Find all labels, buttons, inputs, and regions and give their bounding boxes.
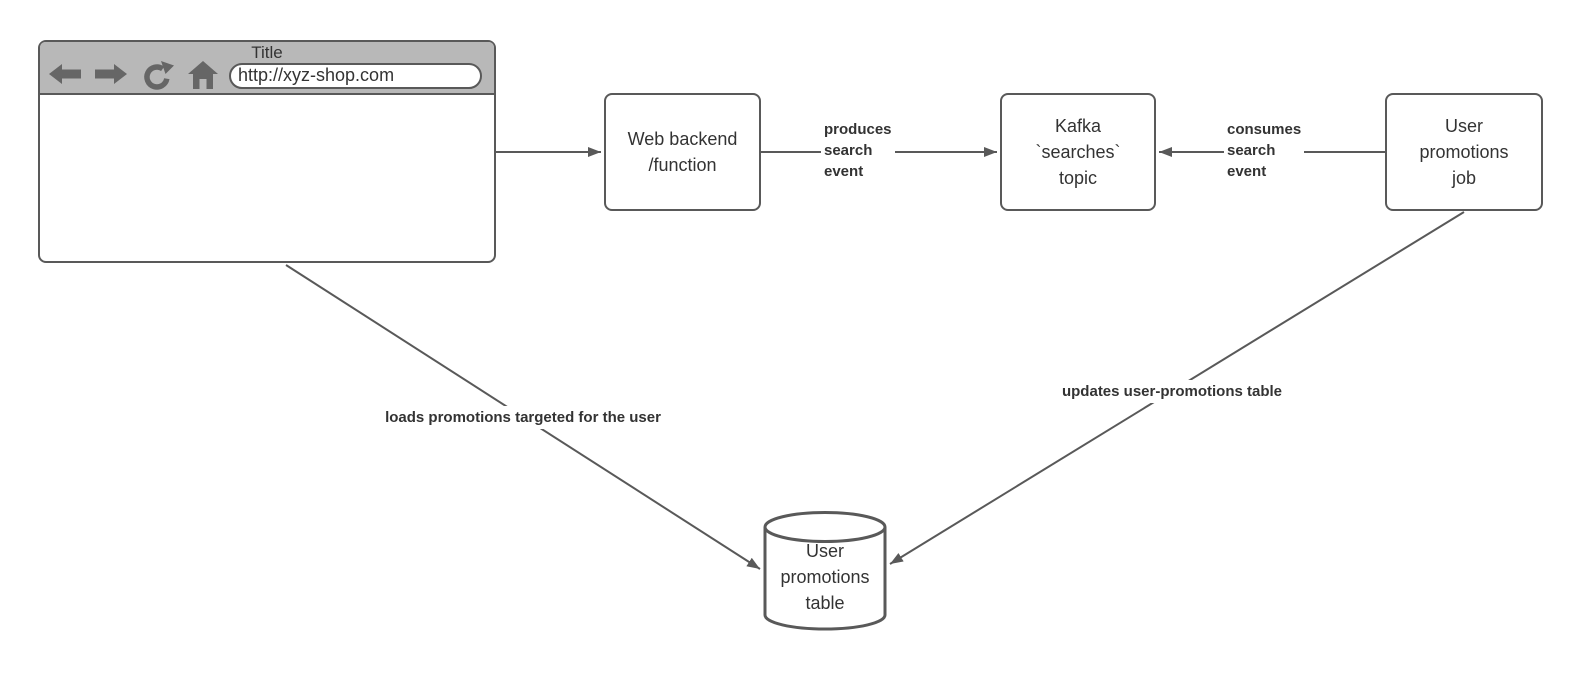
browser-title: Title xyxy=(251,43,283,62)
node-kafka-topic: Kafka `searches` topic xyxy=(1000,93,1156,211)
edge-label-consumes: consumes search event xyxy=(1224,118,1305,183)
edge-label-loads-promotions: loads promotions targeted for the user xyxy=(382,406,664,429)
back-icon xyxy=(49,64,81,84)
reload-icon xyxy=(144,61,174,90)
node-user-promotions-job: User promotions job xyxy=(1385,93,1543,211)
edge-label-produces: produces search event xyxy=(821,118,895,183)
forward-icon xyxy=(95,64,127,84)
url-bar xyxy=(229,63,482,89)
node-web-backend: Web backend /function xyxy=(604,93,761,211)
home-icon xyxy=(188,61,218,89)
edge-label-updates-table: updates user-promotions table xyxy=(1058,380,1286,403)
cylinder-label: User promotions table xyxy=(780,541,870,613)
browser-content xyxy=(40,95,494,260)
browser-toolbar: Title xyxy=(40,42,494,95)
node-user-promotions-table: User promotions table xyxy=(763,510,887,632)
database-cylinder-icon xyxy=(763,511,887,631)
browser-window: Title xyxy=(38,40,496,263)
